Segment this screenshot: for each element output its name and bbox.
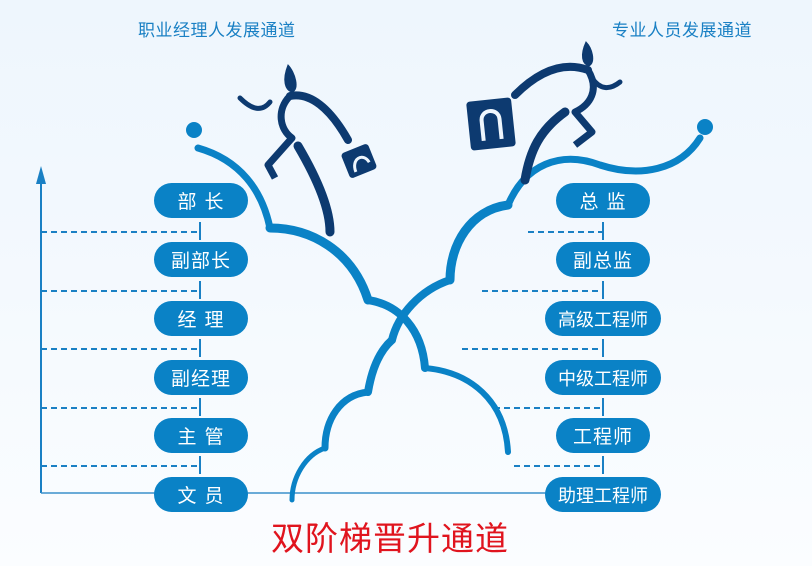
left-level-supervisor: 主 管 bbox=[154, 418, 248, 453]
left-level-dividers bbox=[41, 231, 200, 467]
right-level-chief: 总 监 bbox=[556, 183, 650, 218]
left-level-director: 部 长 bbox=[154, 183, 248, 218]
up-arrow-icon bbox=[36, 166, 46, 493]
right-level-engineer: 工程师 bbox=[556, 418, 650, 453]
left-level-manager: 经 理 bbox=[154, 301, 248, 336]
running-man-with-briefcase-icon bbox=[237, 64, 377, 237]
right-level-intermediate-engineer: 中级工程师 bbox=[545, 360, 661, 395]
left-level-deputy-director: 副部长 bbox=[154, 242, 248, 277]
right-track-header: 专业人员发展通道 bbox=[612, 21, 752, 41]
left-level-deputy-manager: 副经理 bbox=[154, 360, 248, 395]
right-level-senior-engineer: 高级工程师 bbox=[545, 301, 661, 336]
right-level-deputy-chief: 副总监 bbox=[556, 242, 650, 277]
right-dot bbox=[697, 119, 713, 135]
left-track-header: 职业经理人发展通道 bbox=[138, 21, 296, 41]
right-level-assistant-engineer: 助理工程师 bbox=[545, 477, 661, 512]
running-man-with-briefcase-icon bbox=[466, 41, 623, 185]
cloud-ladder bbox=[194, 134, 704, 503]
diagram-title: 双阶梯晋升通道 bbox=[271, 519, 509, 558]
right-level-dividers bbox=[462, 231, 603, 467]
left-dot bbox=[186, 122, 202, 138]
left-level-clerk: 文 员 bbox=[154, 477, 248, 512]
